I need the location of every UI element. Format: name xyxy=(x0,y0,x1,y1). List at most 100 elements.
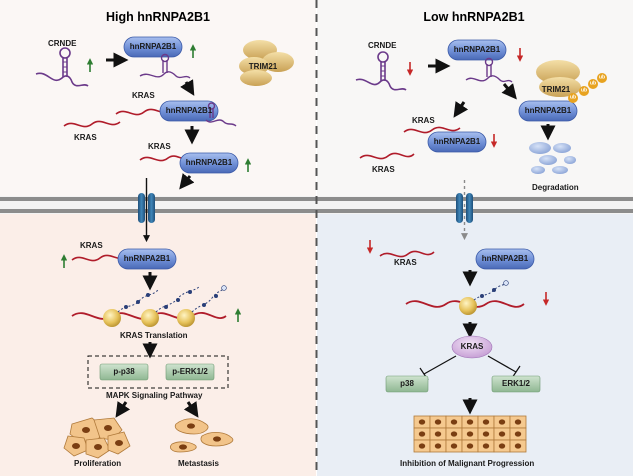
kras-free-label-left: KRAS xyxy=(74,133,97,142)
arrow-to-kras-right xyxy=(453,101,469,118)
cell-nucleus xyxy=(434,443,442,449)
cell-nucleus xyxy=(466,443,474,449)
kras-cyto-label-right: KRAS xyxy=(394,258,417,267)
cell-nucleus xyxy=(466,431,474,437)
cell-nucleus xyxy=(418,419,426,425)
cell-nucleus xyxy=(498,419,506,425)
hnrnpa2b1-mid-pill-right xyxy=(427,131,487,153)
metastasis-cells xyxy=(170,418,234,453)
kras-mrna-free-right xyxy=(359,152,415,160)
mapk-pathway-box xyxy=(87,355,229,389)
nuclear-pore-left xyxy=(138,193,155,223)
arrow-to-proliferation xyxy=(115,401,131,418)
arrow-to-channel-left xyxy=(179,173,195,190)
nuclear-pore-right xyxy=(456,193,473,223)
p-p38-box xyxy=(99,363,149,381)
crnde-bound-right xyxy=(465,57,513,83)
kras-lower-label: KRAS xyxy=(148,142,171,151)
kras-mrna-upper-right xyxy=(403,126,461,134)
hnrnpa2b1-top-label-right: hnRNPA2B1 xyxy=(453,45,501,54)
trim21-label-right: TRIM21 xyxy=(541,85,571,94)
arrow-to-kras-complex xyxy=(180,79,195,96)
right-nucleus-bg xyxy=(317,0,633,196)
arrow-to-metastasis xyxy=(183,401,199,418)
cell-nucleus xyxy=(514,443,522,449)
hnrnpa2b1-cyto-label: hnRNPA2B1 xyxy=(123,254,171,263)
hnrnpa2b1-mid-label-right: hnRNPA2B1 xyxy=(433,137,481,146)
cell-nucleus xyxy=(418,431,426,437)
ub-tag-1: ub xyxy=(569,94,577,101)
hnrnpa2b1-mid-pill xyxy=(159,100,219,122)
metastasis-label: Metastasis xyxy=(178,459,219,468)
kras-upper-label-right: KRAS xyxy=(412,116,435,125)
cell-nucleus xyxy=(450,443,458,449)
cell-nucleus xyxy=(482,443,490,449)
degradation-fragments xyxy=(529,142,576,174)
hnrnpa2b1-cyto-pill-right xyxy=(475,248,535,270)
hnrnpa2b1-top-pill-right xyxy=(447,39,507,61)
p-p38-label: p-p38 xyxy=(113,367,135,376)
proliferation-cells xyxy=(63,417,131,459)
trim21-label-left: TRIM21 xyxy=(248,62,278,71)
nascent-peptides-left xyxy=(117,285,227,313)
kras-mrna-cyto-right xyxy=(379,250,435,258)
cell-nucleus xyxy=(498,431,506,437)
degradation-label: Degradation xyxy=(532,183,579,192)
cell-nucleus xyxy=(466,419,474,425)
p-erk-label: p-ERK1/2 xyxy=(172,367,208,376)
crnde-label-right: CRNDE xyxy=(368,41,397,50)
hnrnpa2b1-lower-pill xyxy=(179,152,239,174)
hnrnpa2b1-cyto-pill xyxy=(117,248,177,270)
trim21-complex-right xyxy=(518,60,607,122)
erk-label: ERK1/2 xyxy=(501,379,531,388)
left-nucleus-bg xyxy=(0,0,316,196)
kras-cyto-label-left: KRAS xyxy=(80,241,103,250)
kras-protein xyxy=(451,335,493,359)
cell-nucleus xyxy=(434,431,442,437)
hnrnpa2b1-lower-label: hnRNPA2B1 xyxy=(185,158,233,167)
cell-nucleus xyxy=(450,419,458,425)
cell-nucleus xyxy=(418,443,426,449)
inhibition-label: Inhibition of Malignant Progression xyxy=(400,459,535,468)
crnde-lncrna-right xyxy=(355,51,407,91)
kras-free-label-right: KRAS xyxy=(372,165,395,174)
crnde-label-left: CRNDE xyxy=(48,39,77,48)
crnde-bound-mid xyxy=(205,102,237,127)
p38-box xyxy=(385,375,429,393)
kras-mrna-free-left xyxy=(63,120,121,128)
cell-nucleus xyxy=(498,443,506,449)
hnrnpa2b1-cyto-label-right: hnRNPA2B1 xyxy=(481,254,529,263)
proliferation-label: Proliferation xyxy=(74,459,122,468)
hnrnpa2b1-mid-label: hnRNPA2B1 xyxy=(165,106,213,115)
left-title: High hnRNPA2B1 xyxy=(106,10,210,24)
ribosome-right xyxy=(459,297,477,315)
cell-nucleus xyxy=(450,431,458,437)
crnde-lncrna-left xyxy=(35,47,89,87)
hnrnpa2b1-top-label: hnRNPA2B1 xyxy=(129,42,177,51)
p38-label: p38 xyxy=(400,379,414,388)
crnde-bound-left xyxy=(139,53,191,79)
cell-nucleus xyxy=(434,419,442,425)
kras-translation-label: KRAS Translation xyxy=(120,331,188,340)
mapk-pathway-label: MAPK Signaling Pathway xyxy=(106,391,203,400)
ribosomes-left xyxy=(103,309,195,327)
cell-nucleus xyxy=(514,419,522,425)
epithelial-cells xyxy=(413,415,527,453)
hnrnpa2b1-top-pill xyxy=(123,36,183,58)
kras-protein-label: KRAS xyxy=(460,342,484,351)
p-erk-box xyxy=(165,363,215,381)
cell-nucleus xyxy=(482,431,490,437)
trim21-cluster-left xyxy=(239,40,294,86)
arrow-to-trim21 xyxy=(501,83,517,100)
ub-tag-3: ub xyxy=(589,80,597,87)
right-title: Low hnRNPA2B1 xyxy=(423,10,525,24)
cell-nucleus xyxy=(514,431,522,437)
cell-nucleus xyxy=(482,419,490,425)
nascent-peptide-right xyxy=(473,280,509,301)
erk-box xyxy=(491,375,541,393)
ub-tag-4: ub xyxy=(598,74,606,81)
kras-mid-label: KRAS xyxy=(132,91,155,100)
ub-tag-2: ub xyxy=(580,87,588,94)
